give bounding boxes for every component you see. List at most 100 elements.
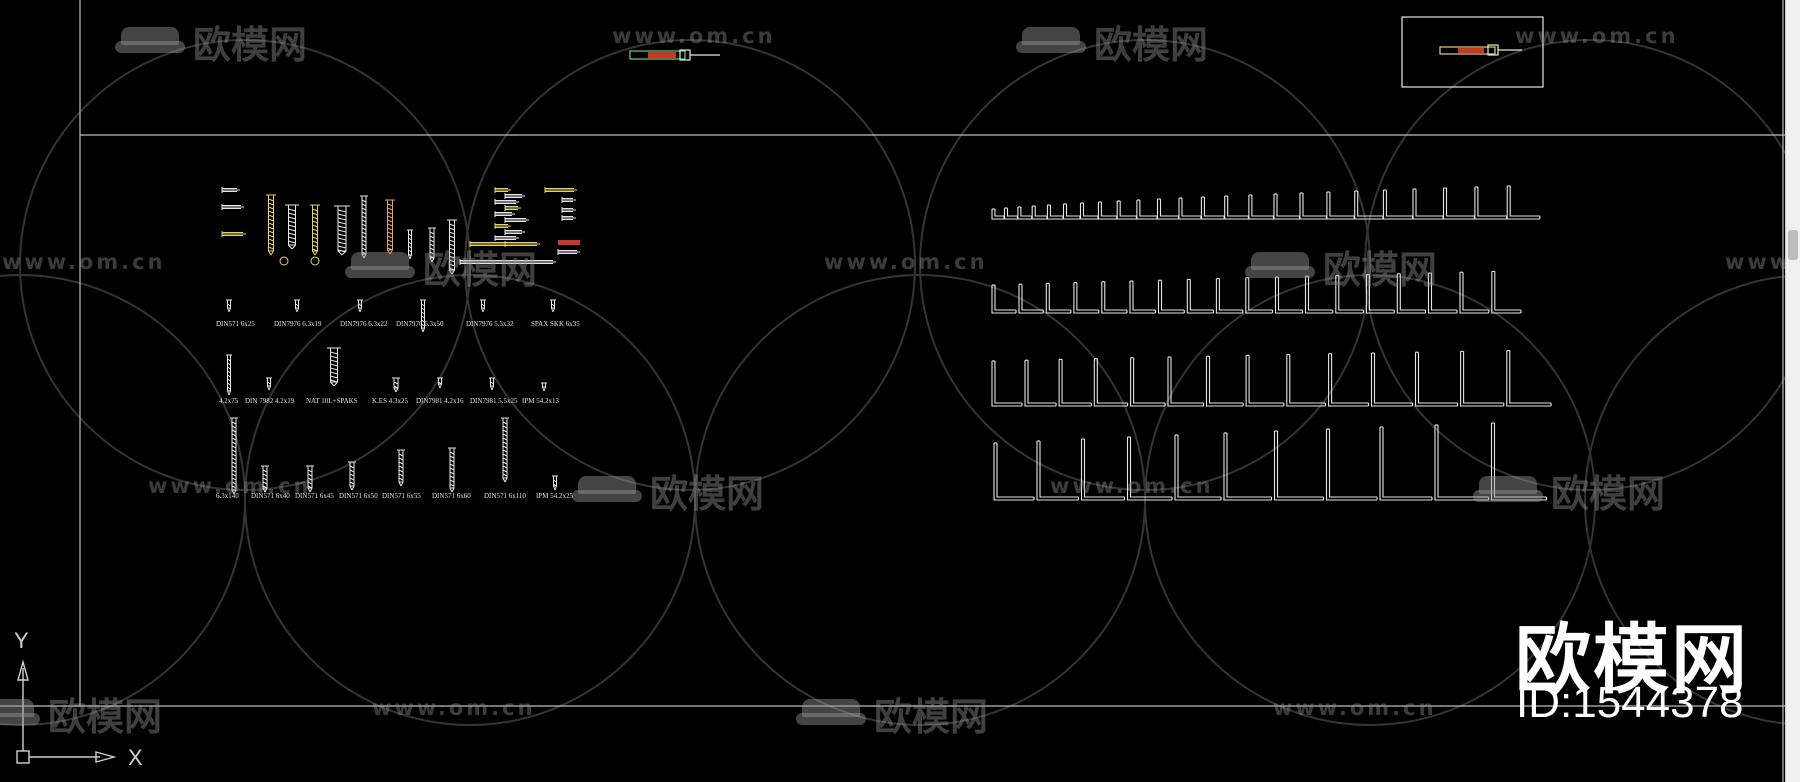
bracket-profile [1248,194,1275,220]
ucs-origin-box [16,750,30,764]
bracket-profile [1224,195,1249,220]
bracket-profile [1379,426,1433,501]
vertical-scrollbar[interactable] [1785,0,1800,782]
screw-horizontal [494,211,515,217]
bracket-profile [1062,203,1081,220]
bracket-profile [1427,272,1458,314]
scrollbar-thumb[interactable] [1788,230,1798,260]
watermark-logo: 欧模网 [0,686,162,741]
watermark-url: www.om.cn [612,24,776,48]
fastener-label: IPM 54.2x13 [522,397,559,405]
bracket-profile [1245,354,1285,407]
screw-horizontal [561,207,576,213]
bracket-profile [1045,282,1072,314]
fastener-label: DIN571 6x60 [432,492,471,500]
bracket-profile [1130,357,1166,407]
bracket-profile [1215,278,1244,314]
fastener-label: NAT 10L+SPAKS [306,397,358,405]
nut-drawing [279,256,289,266]
bracket-profile [1093,358,1129,407]
selection-box [1401,16,1544,88]
bracket-profile [993,442,1035,501]
screw-horizontal [221,231,246,237]
watermark-brand: 欧模网 [1551,472,1666,516]
bracket-profile [1245,277,1274,314]
fastener-label: DIN7976 6.3x22 [340,320,388,328]
screw-drawing [552,475,558,491]
watermark-brand: 欧模网 [874,695,989,739]
watermark-circles [0,39,1800,726]
screw-drawing [447,219,457,275]
sofa-logo-icon [345,251,415,282]
watermark-circle [1364,39,1800,491]
bracket-profile [1273,430,1325,501]
fastener-label: DIN7976 5.5x32 [466,320,514,328]
bracket-profile [1178,197,1202,220]
wood-screw-drawing [385,199,395,255]
screw-horizontal [494,199,519,205]
bracket-profile [1299,192,1327,220]
screw-drawing [420,299,426,333]
screw-drawing [261,465,269,493]
screw-drawing [489,377,495,391]
screw-drawing [230,417,238,495]
bracket-profile [1116,200,1137,220]
bracket-profile [1506,185,1541,220]
fastener-label: DIN571 6x45 [295,492,334,500]
bracket-profile [1167,356,1205,407]
watermark-logo: 欧模网 [1245,239,1437,294]
bracket-profile [1328,353,1370,407]
watermark-url: www.om.cn [1515,24,1679,48]
screw-drawing [348,461,356,491]
fastener-library [221,187,580,495]
watermark-url: www.om.cn [148,474,312,498]
sofa-logo-icon [1016,26,1086,57]
bracket-profile [1031,205,1048,220]
watermark-brand: 欧模网 [650,472,765,516]
watermark-url: www.om.cn [372,696,536,720]
bracket-profile [1018,283,1044,314]
sofa-logo-icon [115,26,185,57]
watermark-url: www.om.cn [1050,474,1214,498]
screw-horizontal [494,223,511,229]
watermark-logo: 欧模网 [572,463,764,518]
bracket-profile [1491,270,1522,314]
bracket-profile [1335,274,1364,314]
watermark-logo: 欧模网 [796,686,988,741]
watermark-brand: 欧模网 [1323,248,1438,292]
screw-drawing [407,229,413,260]
bracket-profile [1174,434,1222,501]
ucs-x-label: X [128,745,143,770]
bracket-profile [991,284,1017,314]
screw-horizontal [557,249,580,255]
rawl-plug-red [558,240,580,245]
screw-drawing [480,299,486,313]
bracket-profile [1046,204,1064,220]
screw-drawing [357,299,363,313]
watermark-brand: 欧模网 [193,23,308,67]
screw-horizontal [504,193,525,199]
bracket-profile [1136,199,1158,220]
brand-mark-id: ID:1544378 [1516,678,1744,727]
bracket-profile [1506,350,1552,407]
ucs-y-arrow [17,659,29,681]
fastener-label: DIN7976 6.3x50 [396,320,444,328]
screw-drawing [437,377,443,389]
bracket-profile [1286,354,1327,407]
watermark-logo: 欧模网 [115,14,307,69]
bracket-profile-library [991,185,1552,501]
bracket-profile [1205,355,1244,407]
bracket-profile [1073,282,1100,314]
screw-horizontal [221,204,244,210]
bracket-profile [1325,428,1378,501]
fastener-label: DIN7976 6.3x19 [274,320,322,328]
fastener-label: SPAX SKK 6x35 [531,320,580,328]
fastener-label: K.ES 4.3x25 [372,397,408,405]
bracket-profile [1490,422,1548,501]
bracket-profile [1079,202,1099,220]
bracket-profile [1434,424,1490,501]
watermark-url: www.om.cn [2,250,166,274]
